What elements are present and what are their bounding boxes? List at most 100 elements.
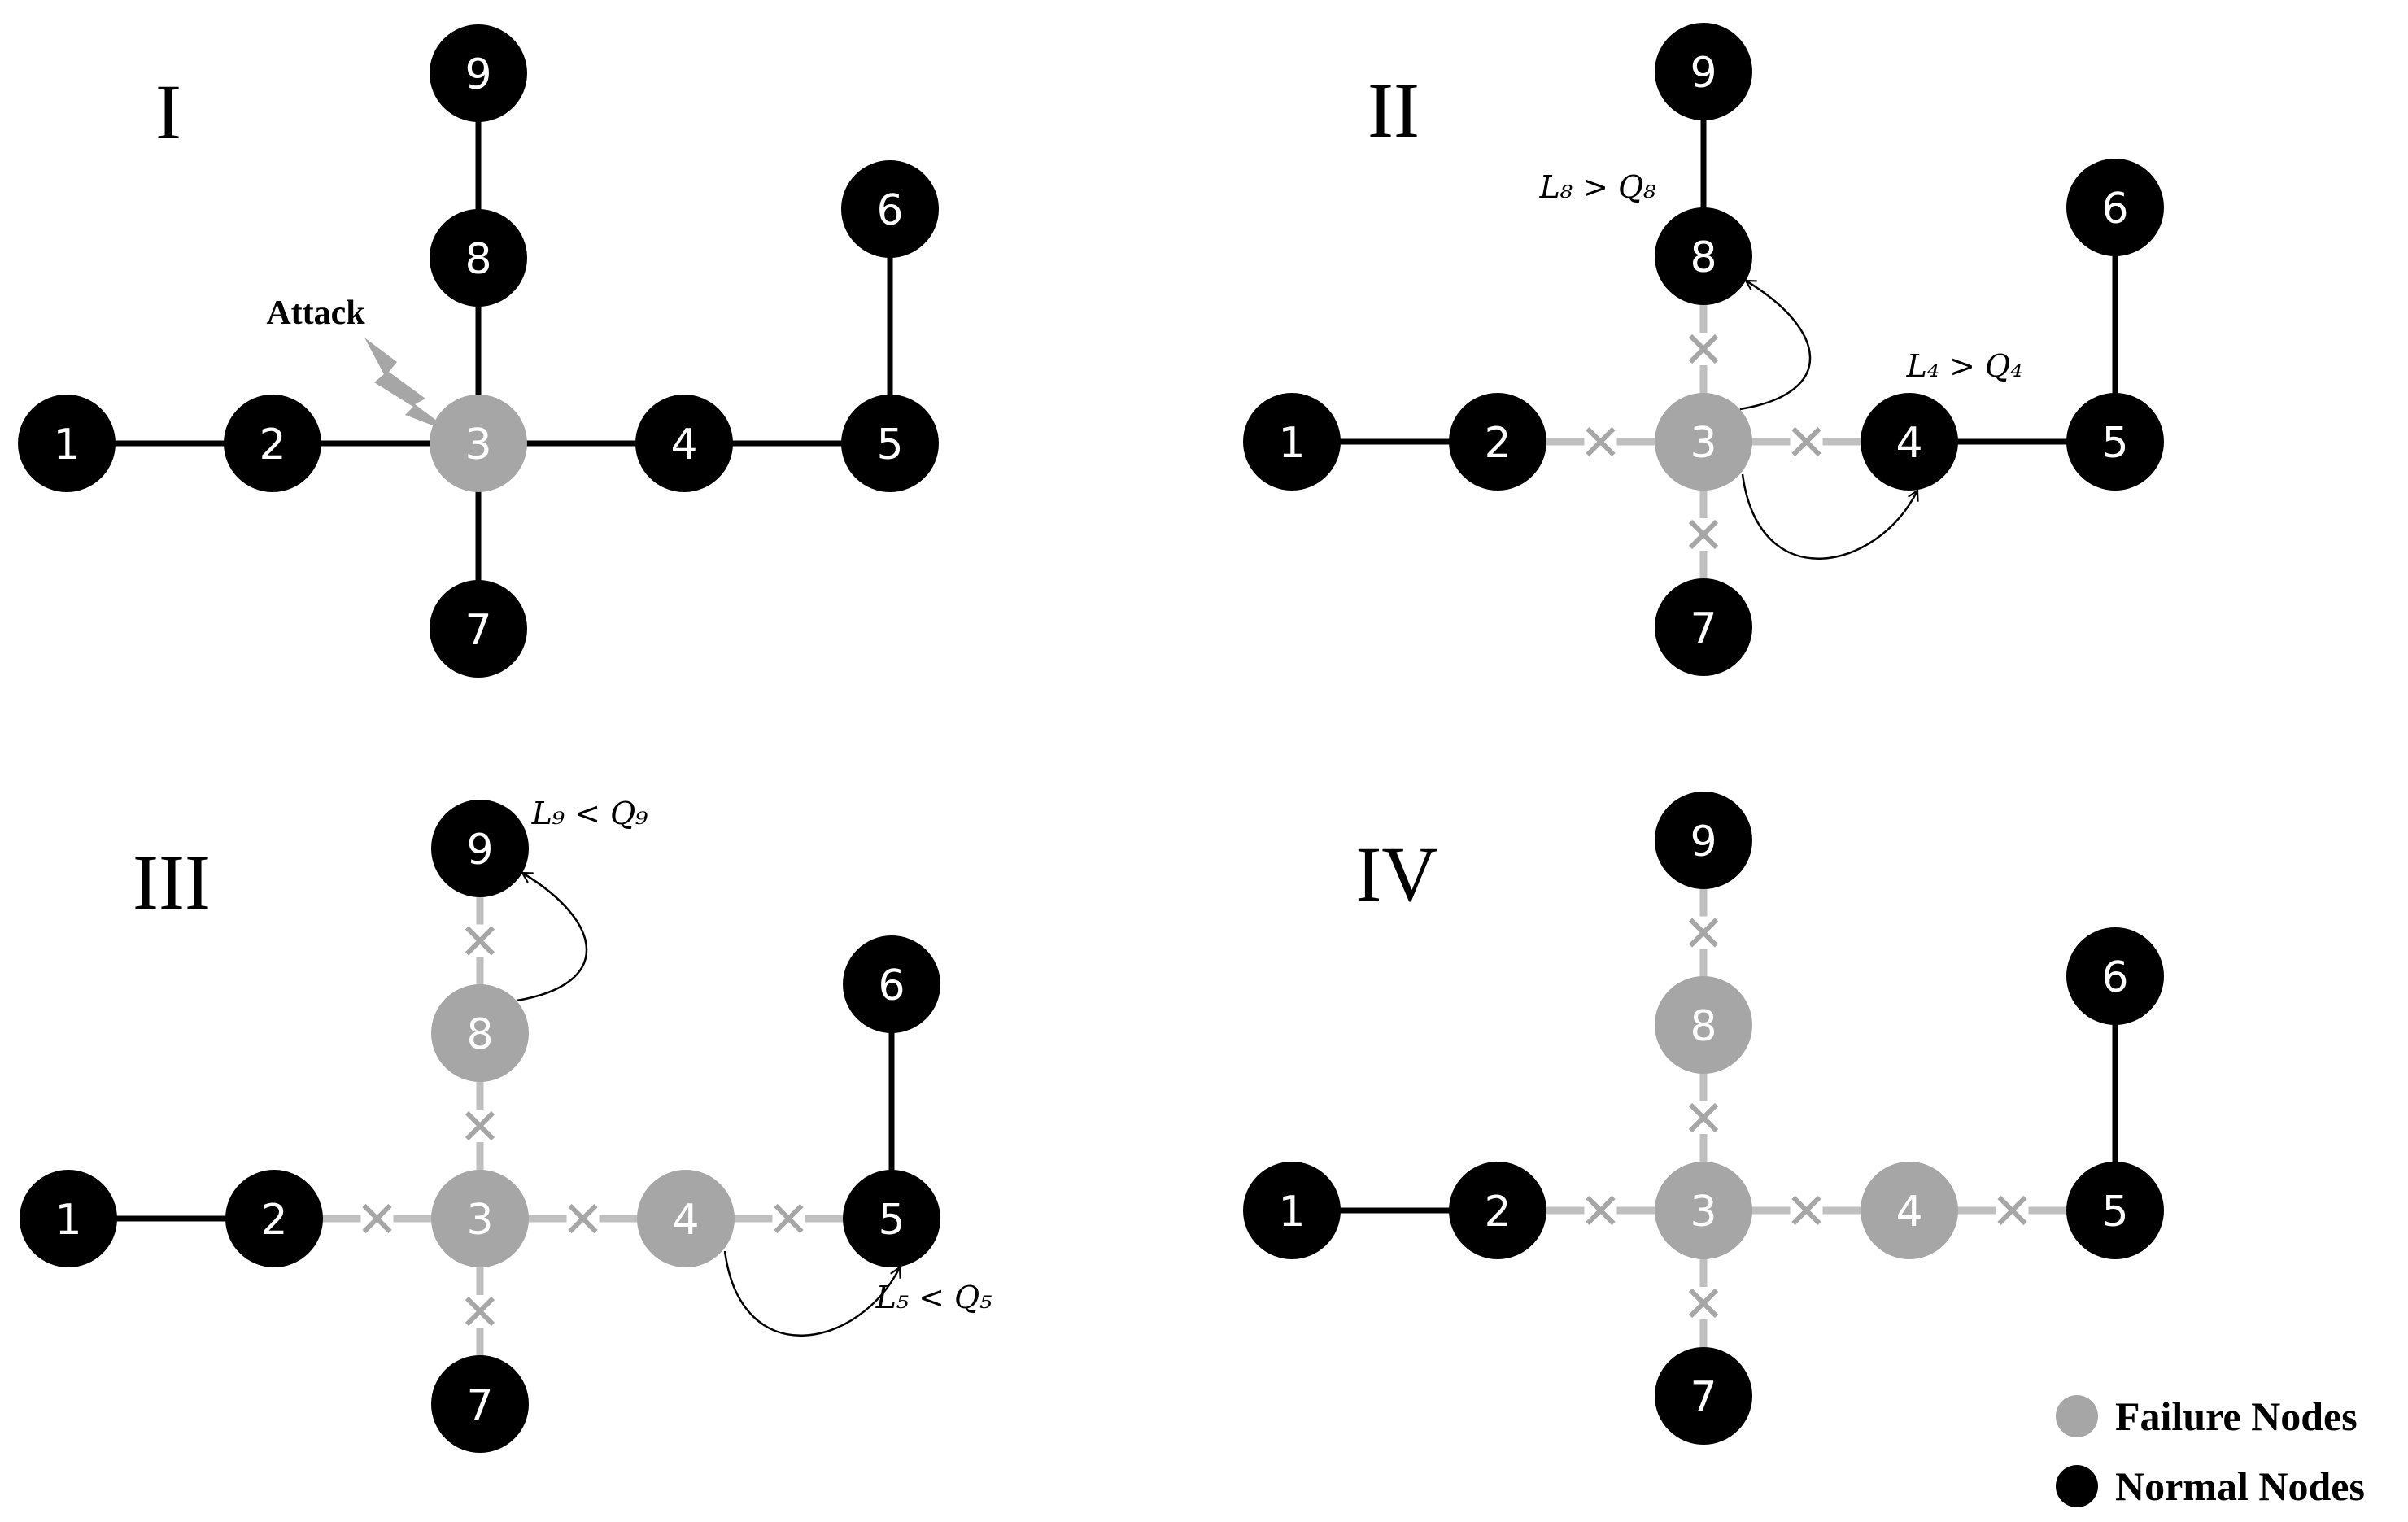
node-7: 7 [1655, 1347, 1752, 1445]
svg-text:3: 3 [1690, 419, 1717, 468]
node-6: 6 [841, 160, 939, 258]
node-3: 3 [1655, 393, 1752, 491]
cross-mark-icon [1687, 518, 1720, 551]
svg-text:1: 1 [1278, 419, 1305, 468]
svg-text:7: 7 [1690, 604, 1717, 653]
node-4: 4 [1861, 1162, 1958, 1259]
node-6: 6 [2066, 159, 2164, 256]
svg-text:6: 6 [878, 962, 905, 1010]
cross-mark-icon [464, 924, 496, 957]
svg-text:9: 9 [1690, 818, 1717, 866]
node-1: 1 [1243, 393, 1341, 491]
node-5: 5 [843, 1170, 940, 1267]
cross-mark-icon [464, 1110, 496, 1142]
svg-text:4: 4 [670, 421, 697, 469]
condition-label-5: L₅ < Q₅ [875, 1280, 992, 1315]
svg-text:4: 4 [672, 1196, 699, 1245]
svg-text:5: 5 [2101, 1188, 2128, 1236]
node-3: 3 [1655, 1162, 1752, 1259]
node-3: 3 [431, 1170, 529, 1267]
node-3: 3 [430, 395, 527, 492]
svg-text:9: 9 [466, 826, 493, 874]
cross-mark-icon [1584, 425, 1617, 458]
curved-arrow-icon [516, 871, 588, 1002]
svg-text:8: 8 [1690, 1002, 1717, 1051]
svg-text:3: 3 [1690, 1188, 1717, 1236]
legend-failure-swatch [2056, 1395, 2098, 1437]
cross-mark-icon [1584, 1194, 1617, 1227]
node-5: 5 [2066, 1162, 2164, 1259]
panel-label: II [1368, 67, 1420, 154]
svg-text:5: 5 [876, 421, 903, 469]
svg-text:6: 6 [2101, 185, 2128, 233]
condition-label-9: L₉ < Q₉ [531, 796, 649, 831]
cross-mark-icon [1687, 333, 1720, 365]
svg-text:6: 6 [876, 186, 903, 235]
svg-text:2: 2 [1484, 1188, 1511, 1236]
panel-ii: II 1 2 3 4 5 6 7 8 9 L₈ > Q₈ L₄ > Q₄ [1243, 23, 2164, 676]
legend-failure-label: Failure Nodes [2115, 1393, 2358, 1439]
attack-label: Attack [266, 294, 365, 332]
node-5: 5 [2066, 393, 2164, 491]
cross-mark-icon [1687, 1287, 1720, 1319]
svg-text:3: 3 [465, 421, 491, 469]
node-9: 9 [1655, 23, 1752, 120]
curved-arrow-icon [723, 1250, 901, 1337]
node-5: 5 [841, 395, 939, 492]
svg-text:8: 8 [466, 1010, 493, 1059]
legend: Failure Nodes Normal Nodes [2056, 1393, 2365, 1509]
condition-label-8: L₈ > Q₈ [1539, 169, 1657, 205]
cross-mark-icon [1687, 1101, 1720, 1134]
node-8: 8 [1655, 976, 1752, 1074]
node-2: 2 [1449, 393, 1546, 491]
cross-mark-icon [360, 1202, 394, 1235]
panel-label: IV [1355, 831, 1437, 918]
node-4: 4 [1861, 393, 1958, 491]
node-2: 2 [224, 395, 321, 492]
svg-text:1: 1 [55, 1196, 81, 1245]
node-1: 1 [1243, 1162, 1341, 1259]
curved-arrow-icon [1739, 279, 1812, 411]
svg-text:7: 7 [1690, 1373, 1717, 1422]
node-6: 6 [843, 935, 940, 1033]
node-4: 4 [635, 395, 733, 492]
panel-label: I [155, 68, 181, 155]
cross-mark-icon [566, 1202, 600, 1235]
cross-mark-icon [1790, 1194, 1823, 1227]
svg-text:2: 2 [1484, 419, 1511, 468]
lightning-bolt-icon [364, 338, 454, 434]
svg-text:5: 5 [878, 1196, 905, 1245]
svg-text:7: 7 [466, 1381, 493, 1430]
curved-arrow-icon [1741, 473, 1919, 560]
node-8: 8 [430, 209, 527, 307]
cross-mark-icon [772, 1202, 805, 1235]
svg-text:8: 8 [1690, 233, 1717, 282]
condition-label-4: L₄ > Q₄ [1906, 348, 2023, 384]
svg-text:2: 2 [259, 421, 286, 469]
node-9: 9 [430, 24, 527, 122]
node-7: 7 [1655, 578, 1752, 676]
svg-text:1: 1 [1278, 1188, 1305, 1236]
cross-mark-icon [464, 1295, 496, 1328]
svg-text:9: 9 [465, 50, 491, 99]
node-9: 9 [1655, 792, 1752, 889]
svg-text:4: 4 [1895, 1188, 1922, 1236]
cross-mark-icon [1790, 425, 1823, 458]
node-9: 9 [431, 800, 529, 897]
svg-text:2: 2 [260, 1196, 287, 1245]
node-7: 7 [431, 1355, 529, 1453]
node-4: 4 [637, 1170, 735, 1267]
node-2: 2 [225, 1170, 323, 1267]
svg-text:9: 9 [1690, 49, 1717, 98]
svg-text:8: 8 [465, 235, 491, 284]
cross-mark-icon [1687, 916, 1720, 949]
svg-text:5: 5 [2101, 419, 2128, 468]
node-1: 1 [20, 1170, 117, 1267]
svg-text:7: 7 [465, 606, 491, 655]
node-8: 8 [1655, 207, 1752, 305]
